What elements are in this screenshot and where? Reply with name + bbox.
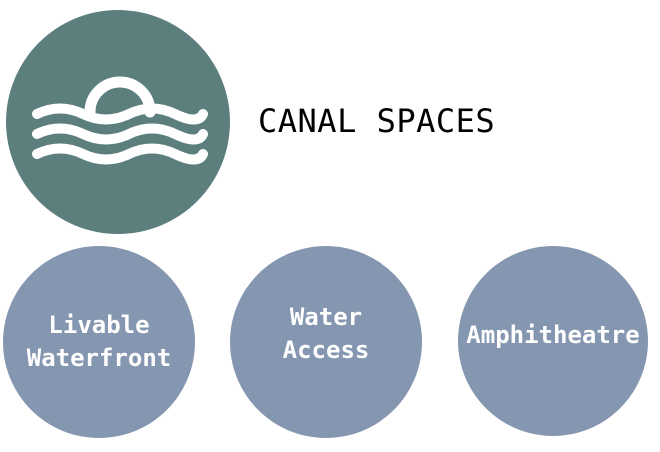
node-label: Amphitheatre [466,320,640,349]
sun-over-water-icon [32,76,208,165]
node-water-access: Water Access [230,246,422,438]
node-amphitheatre: Amphitheatre [458,246,648,436]
node-label: Water Access [282,303,370,364]
canal-logo [6,10,230,234]
node-label: Livable Waterfront [26,311,172,372]
node-livable-waterfront: Livable Waterfront [3,246,195,438]
page-title: CANAL SPACES [258,102,496,140]
